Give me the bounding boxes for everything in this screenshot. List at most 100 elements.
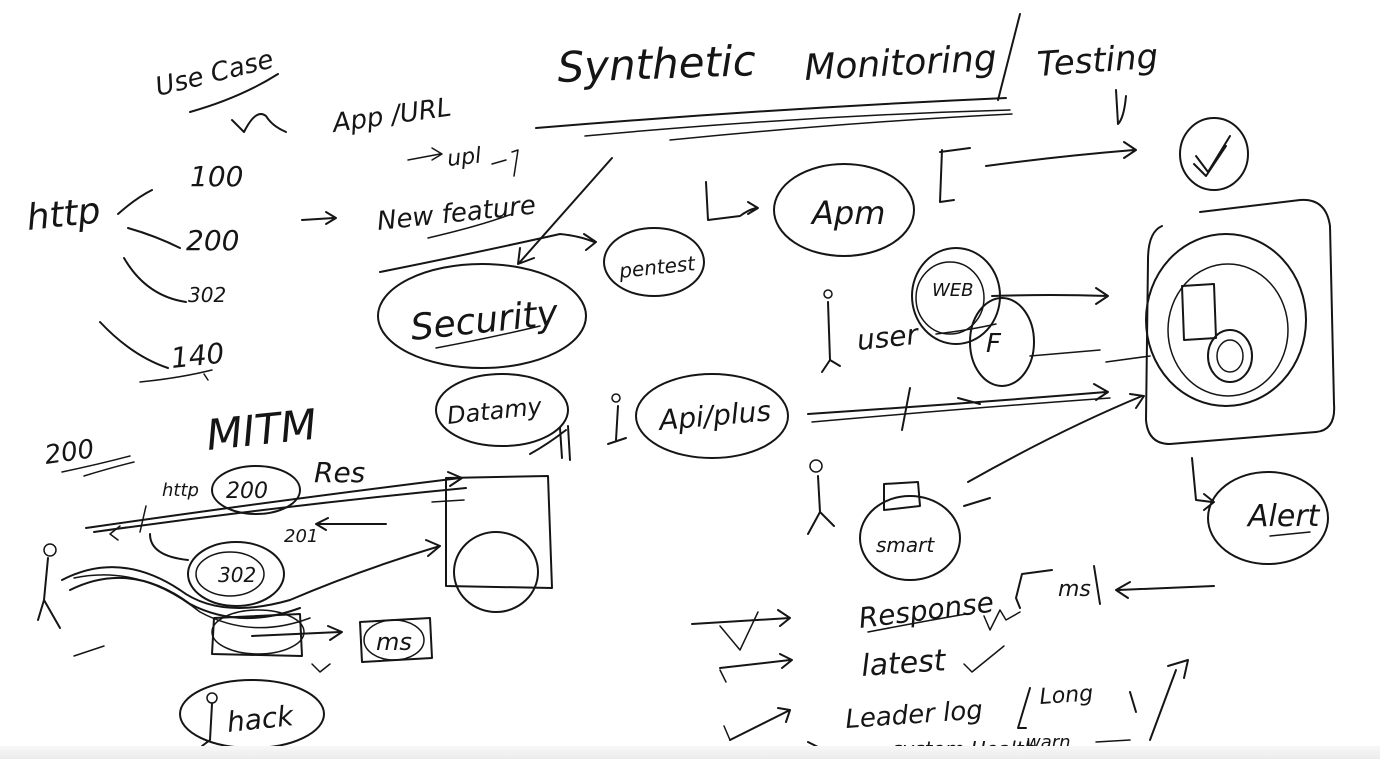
mitm-box — [445, 475, 553, 589]
bullet-arrow-3-tail — [723, 725, 731, 741]
warn-tick — [1095, 739, 1131, 743]
app-core-outer — [1207, 329, 1253, 383]
mitm-label: MITM — [204, 400, 319, 460]
f-label: F — [986, 329, 1002, 359]
mitm-dash — [73, 645, 105, 657]
security-underline — [435, 325, 541, 349]
ms-tick — [311, 663, 331, 673]
check-icon — [1193, 135, 1231, 177]
datamy-ellipse — [435, 373, 569, 447]
person-smart-head — [809, 459, 823, 473]
web-ellipse-inner — [915, 261, 985, 335]
response-label: Response — [857, 586, 996, 635]
ms-bracket-left — [1015, 569, 1053, 609]
web-label: WEB — [932, 280, 974, 301]
code-100: 100 — [190, 160, 243, 193]
code-200-underline — [61, 455, 135, 477]
app-url-label: App /URL — [329, 93, 453, 140]
res-label: Res — [314, 456, 365, 489]
security-label: Security — [409, 293, 561, 349]
alert-underline — [1269, 531, 1311, 537]
c200-ellipse — [211, 465, 301, 515]
latest-tick — [963, 645, 1005, 673]
new-feature-arrow — [301, 211, 337, 225]
apm-label: Apm — [810, 194, 885, 232]
use-case-label: Use Case — [152, 45, 276, 103]
alert-label: Alert — [1246, 499, 1321, 534]
c201-arrow — [315, 517, 387, 531]
http-branch-200 — [127, 227, 181, 249]
ms-label-right: ms — [1058, 577, 1091, 602]
app-middle-ring — [1167, 263, 1289, 397]
api-plus-ellipse — [635, 373, 789, 459]
datamy-check — [529, 425, 571, 461]
bullet-arrow-1 — [691, 609, 791, 627]
use-case-arrow — [231, 113, 287, 133]
mitm-wave-2 — [69, 576, 301, 620]
ms-box — [359, 617, 433, 663]
long-bracket-left — [1017, 687, 1031, 729]
smart-to-app-arrow — [967, 393, 1145, 483]
ms-bracket-right — [1093, 565, 1101, 605]
bullet-arrow-2-tail — [719, 669, 727, 683]
f-ellipse — [969, 297, 1035, 387]
person-api-head — [611, 393, 621, 403]
title-underline-2 — [584, 109, 1011, 137]
upl-tail — [491, 149, 519, 177]
app-box — [1145, 198, 1336, 445]
c302-label: 302 — [218, 563, 256, 587]
ms-ellipse — [363, 619, 425, 661]
testing-hook — [1115, 89, 1127, 125]
c302-branch — [149, 533, 189, 561]
hacker-head — [206, 692, 218, 704]
code-200: 200 — [186, 224, 239, 257]
code-302: 302 — [188, 283, 226, 307]
security-ellipse — [377, 263, 587, 369]
code-140-underline — [139, 369, 213, 383]
api-arrow-mark — [901, 387, 981, 431]
person-mitm-head — [43, 543, 57, 557]
c201-label: 201 — [284, 526, 318, 547]
http-branch-100 — [117, 189, 153, 215]
bullet-arrow-3 — [729, 707, 791, 741]
smart-tick — [963, 497, 991, 507]
code-200-mitm: 200 — [43, 434, 96, 471]
apm-arrow — [705, 181, 759, 221]
pentest-label: pentest — [617, 251, 697, 283]
mitm-wave-1 — [61, 539, 441, 609]
ms-label-left: ms — [376, 628, 412, 656]
mitm-wave-3 — [73, 574, 311, 629]
bullet-check-1 — [719, 611, 759, 651]
title-monitoring: Monitoring — [803, 38, 997, 89]
smart-label: smart — [876, 533, 935, 557]
attacker-to-ms-arrow — [251, 625, 343, 641]
latest-label: latest — [860, 643, 948, 684]
long-label: Long — [1039, 681, 1094, 710]
title-underline-1 — [535, 97, 1007, 129]
mitm-box-circle — [453, 531, 539, 613]
response-tick — [983, 609, 1021, 631]
response-underline — [867, 613, 967, 633]
feature-to-pentest-arrow — [379, 233, 597, 273]
f-to-app-line — [1029, 349, 1151, 363]
new-feature-label: New feature — [376, 190, 538, 236]
leader-log-label: Leader log — [844, 695, 983, 735]
datamy-label: Datamy — [446, 392, 544, 430]
api-to-app-arrow-2 — [811, 397, 1111, 423]
app-core-inner — [1216, 339, 1244, 373]
apm-ellipse — [773, 163, 915, 257]
monitor-bracket — [939, 147, 971, 203]
hack-label: hack — [225, 699, 296, 739]
attacker-box-ellipse — [211, 609, 305, 655]
mitm-left-hook — [109, 505, 147, 541]
title-synthetic: Synthetic — [557, 36, 757, 92]
pentest-ellipse — [603, 227, 705, 297]
person-mitm-body — [37, 557, 61, 629]
long-bracket-right — [1129, 691, 1137, 713]
title-slash — [997, 13, 1021, 101]
code-140: 140 — [169, 337, 226, 375]
http-branch-140 — [99, 321, 169, 369]
use-case-underline — [189, 73, 279, 113]
